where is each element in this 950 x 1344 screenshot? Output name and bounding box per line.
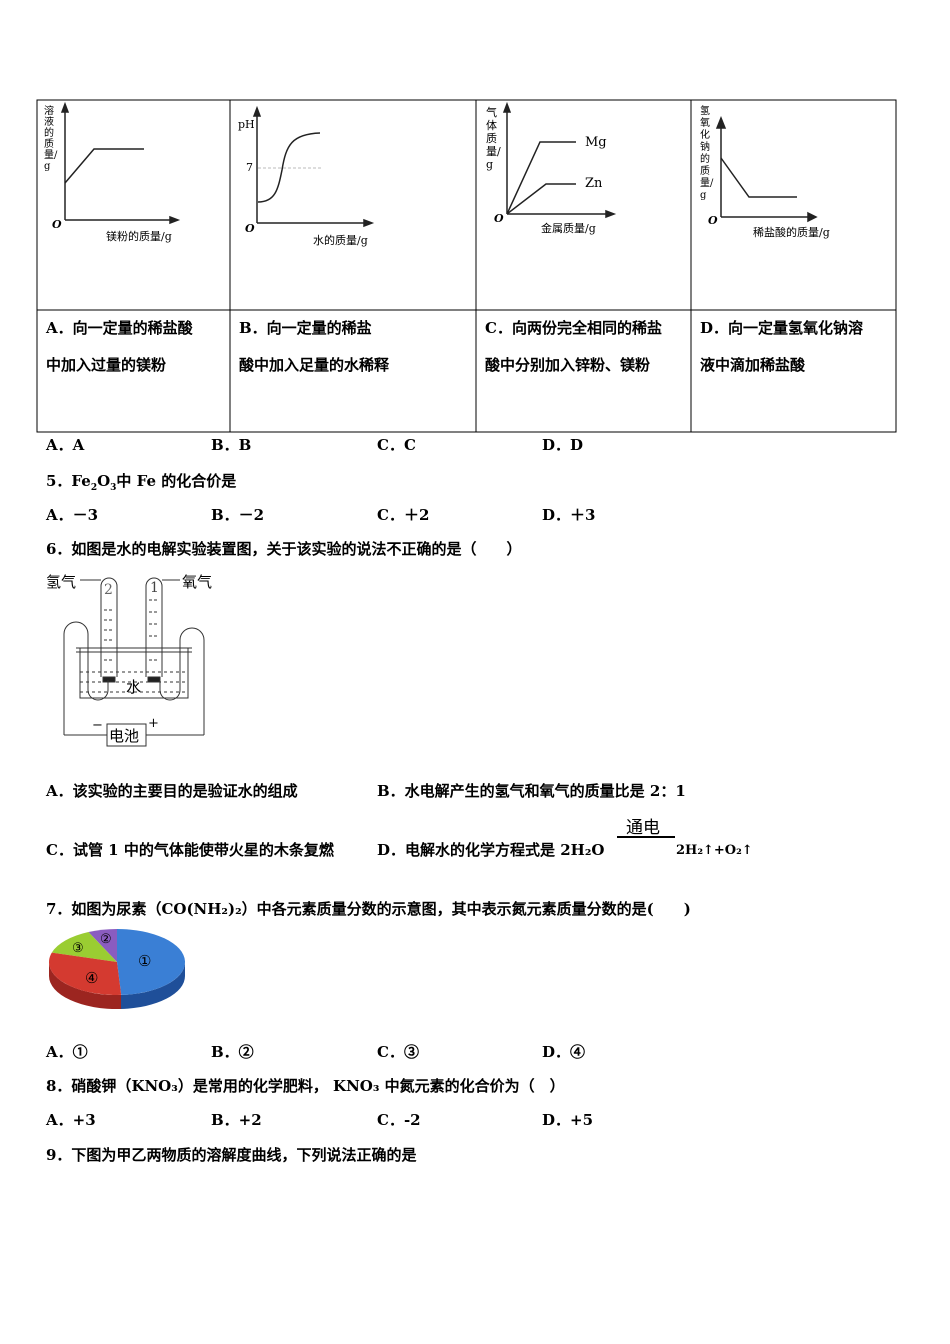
q4-option-a[interactable]: A．A xyxy=(46,436,85,454)
pie-chart xyxy=(48,929,186,1010)
pie-slice-1 xyxy=(117,929,186,995)
pie-label-3: ③ xyxy=(72,941,84,956)
q7-option-c[interactable]: C．③ xyxy=(377,1043,419,1061)
reaction-condition: 通电 xyxy=(626,818,660,838)
graph-a-origin: O xyxy=(52,218,62,231)
q6-option-d[interactable]: D．电解水的化学方程式是 2H₂O xyxy=(377,841,605,859)
graph-b-ylabel: pH xyxy=(238,118,255,131)
graph-d-ylabel: 氢氧化钠的质量/g xyxy=(700,106,714,201)
graph-c-series-zn: Zn xyxy=(585,176,603,191)
electrolysis-apparatus xyxy=(63,577,205,747)
q6-option-a[interactable]: A．该实验的主要目的是验证水的组成 xyxy=(46,782,298,800)
q7-option-b[interactable]: B．② xyxy=(211,1043,254,1061)
graph-d xyxy=(715,115,818,223)
pie-label-4: ④ xyxy=(85,969,99,987)
q4-option-d[interactable]: D．D xyxy=(542,436,584,454)
pie-slice-4 xyxy=(49,952,122,995)
q8-option-a[interactable]: A．+3 xyxy=(46,1111,96,1129)
graph-b-xlabel: 水的质量/g xyxy=(313,234,368,247)
pie-side-blue xyxy=(121,962,186,1009)
graph-a-xlabel: 镁粉的质量/g xyxy=(106,230,172,243)
label-battery: 电池 xyxy=(109,727,140,745)
pie-label-1: ① xyxy=(138,952,152,970)
q4-table-grid xyxy=(36,99,897,433)
q8-stem: 8．硝酸钾（KNO₃）是常用的化学肥料， KNO₃ 中氮元素的化合价为（ ） xyxy=(46,1077,565,1095)
graph-c-ylabel: 气体质量/g xyxy=(486,106,501,171)
q4-cell-c: C．向两份完全相同的稀盐酸中分别加入锌粉、镁粉 xyxy=(485,319,662,374)
pie-slice-2 xyxy=(88,929,117,962)
pie-label-2: ② xyxy=(100,932,112,947)
q4-cell-a: A．向一定量的稀盐酸中加入过量的镁粉 xyxy=(46,319,193,374)
battery-plus: + xyxy=(148,716,159,731)
graph-d-origin: O xyxy=(708,214,718,227)
q7-stem: 7．如图为尿素（CO(NH₂)₂）中各元素质量分数的示意图，其中表示氮元素质量分… xyxy=(46,900,691,918)
q4-cell-b: B．向一定量的稀盐酸中加入足量的水稀释 xyxy=(239,319,390,374)
battery-minus: − xyxy=(92,718,103,733)
graph-c-origin: O xyxy=(494,212,504,225)
pie-side-red xyxy=(48,962,121,1010)
label-water: 水 xyxy=(126,678,142,696)
graph-a xyxy=(60,101,181,225)
q7-option-d[interactable]: D．④ xyxy=(542,1043,586,1061)
q5-stem: 5．Fe2O3中 Fe 的化合价是 xyxy=(46,472,237,493)
q6-option-b[interactable]: B．水电解产生的氢气和氧气的质量比是 2：1 xyxy=(377,782,686,800)
q5-option-a[interactable]: A．－3 xyxy=(46,506,99,524)
graph-a-ylabel: 溶液的质量/g xyxy=(44,106,58,172)
pie-slice-3 xyxy=(51,932,117,962)
graph-d-xlabel: 稀盐酸的质量/g xyxy=(753,226,830,239)
q4-option-c[interactable]: C．C xyxy=(377,436,416,454)
graph-b-tick-7: 7 xyxy=(246,161,253,174)
label-hydrogen: 氢气 xyxy=(46,573,77,591)
q5-option-d[interactable]: D．＋3 xyxy=(542,506,596,524)
label-oxygen: 氧气 xyxy=(182,573,213,591)
q4-cell-d: D．向一定量氢氧化钠溶液中滴加稀盐酸 xyxy=(700,319,864,374)
reaction-products: 2H₂↑+O₂↑ xyxy=(676,843,753,858)
q5-option-b[interactable]: B．－2 xyxy=(211,506,265,524)
q6-stem: 6．如图是水的电解实验装置图，关于该实验的说法不正确的是（ ） xyxy=(46,540,522,558)
tube-2-label: 2 xyxy=(104,582,113,598)
tube-1-label: 1 xyxy=(150,580,159,596)
graph-c-xlabel: 金属质量/g xyxy=(541,222,596,235)
q8-option-d[interactable]: D．+5 xyxy=(542,1111,594,1129)
graph-b xyxy=(252,105,375,228)
graph-b-origin: O xyxy=(245,222,255,235)
q8-option-c[interactable]: C．-2 xyxy=(377,1111,421,1129)
graph-c-series-mg: Mg xyxy=(585,135,607,150)
q5-option-c[interactable]: C．＋2 xyxy=(377,506,430,524)
q8-option-b[interactable]: B．+2 xyxy=(211,1111,262,1129)
q9-stem: 9．下图为甲乙两物质的溶解度曲线，下列说法正确的是 xyxy=(46,1146,417,1164)
q6-option-c[interactable]: C．试管 1 中的气体能使带火星的木条复燃 xyxy=(46,841,334,859)
q4-option-b[interactable]: B．B xyxy=(211,436,252,454)
graph-c xyxy=(502,101,617,219)
q7-option-a[interactable]: A．① xyxy=(46,1043,88,1061)
